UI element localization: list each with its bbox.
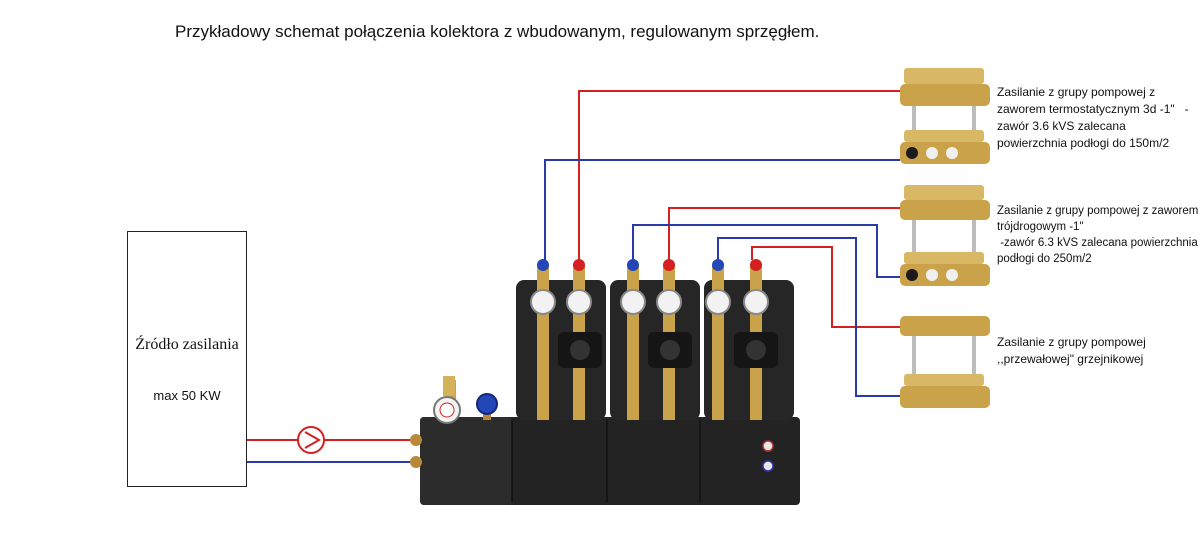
pump-group-1 (516, 259, 606, 420)
circuit-2-description: Zasilanie z grupy pompowej z zaworem tró… (997, 205, 1199, 265)
power-source-label: Źródło zasilania (135, 336, 239, 353)
circuit-3-lines (717, 237, 900, 397)
circuit-2-lines (632, 207, 900, 278)
source-pipes (247, 439, 420, 463)
manifold-1 (900, 68, 990, 164)
pump-group-3 (704, 259, 794, 420)
manifold-2 (900, 185, 990, 286)
manifold-3 (900, 316, 990, 408)
circulation-pump-symbol (297, 426, 325, 454)
pump-group-2 (610, 259, 700, 420)
separator-fittings (433, 376, 498, 424)
distributor-base (410, 417, 800, 505)
diagram-title: Przykładowy schemat połączenia kolektora… (175, 22, 820, 41)
circuit-3-description: Zasilanie z grupy pompowej ,,przewałowej… (997, 335, 1146, 366)
power-source-box: Źródło zasilania max 50 KW (127, 231, 247, 487)
circuit-1-lines (544, 90, 900, 260)
circuit-1-description: Zasilanie z grupy pompowej z zaworem ter… (997, 85, 1189, 150)
power-source-rating: max 50 KW (153, 388, 221, 403)
